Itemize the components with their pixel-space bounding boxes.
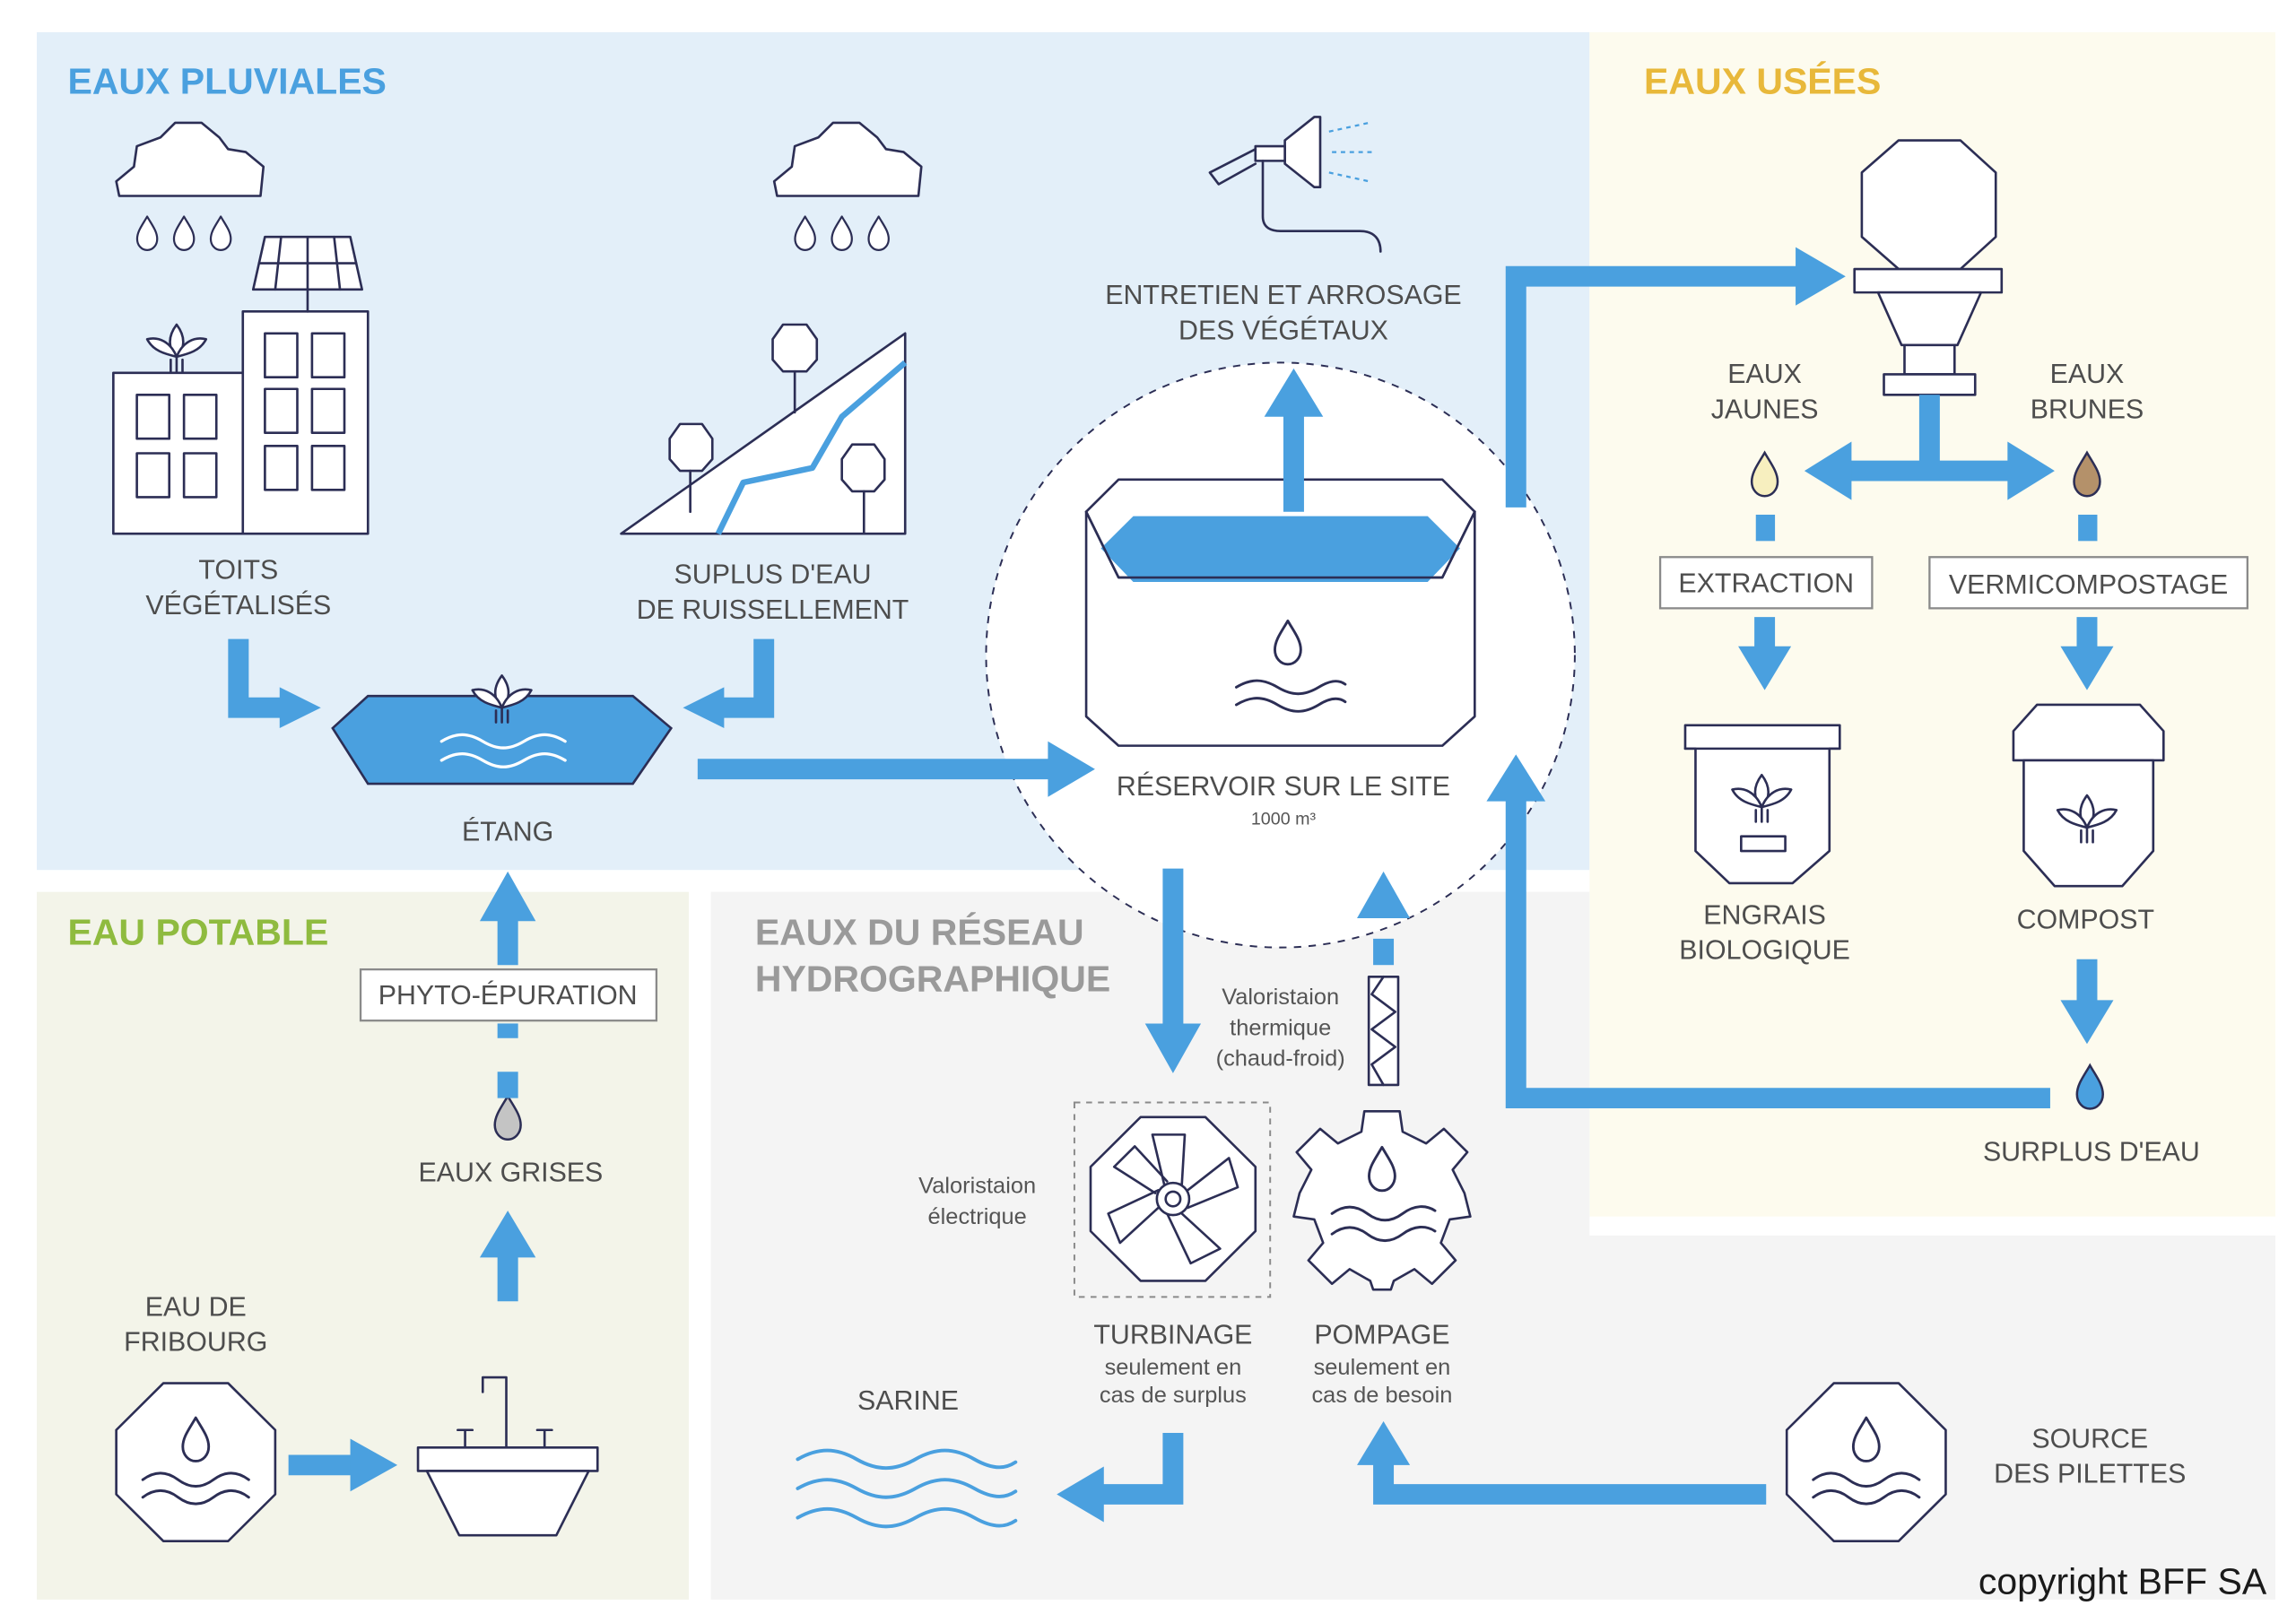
- entretien-label-1: ENTRETIEN ET ARROSAGE: [1105, 281, 1461, 310]
- turbinage-sub-1: seulement en: [1105, 1355, 1242, 1380]
- pompage-sub-2: cas de besoin: [1311, 1383, 1452, 1408]
- compost-label: COMPOST: [2017, 906, 2154, 935]
- reservoir-label: RÉSERVOIR SUR LE SITE: [1117, 772, 1450, 802]
- pompage-label: POMPAGE: [1314, 1321, 1449, 1350]
- reservoir-tank-icon: [1084, 478, 1476, 747]
- water-source-icon: [1785, 1382, 1947, 1542]
- toits-label-2: VÉGÉTALISÉS: [145, 591, 331, 621]
- reseau-title-line1: EAUX DU RÉSEAU: [755, 912, 1084, 953]
- pompage-sub-1: seulement en: [1314, 1355, 1451, 1380]
- phyto-box: [359, 968, 658, 1022]
- turbinage-sub-2: cas de surplus: [1100, 1383, 1247, 1408]
- eaux-brunes-label-2: BRUNES: [2031, 395, 2144, 424]
- source-label-2: DES PILETTES: [1994, 1460, 2186, 1489]
- toits-label-1: TOITS: [198, 556, 278, 586]
- extraction-box: [1658, 556, 1874, 610]
- valo-electrique-label-1: Valoristaion: [918, 1174, 1036, 1199]
- entretien-label-2: DES VÉGÉTAUX: [1178, 316, 1388, 345]
- valo-thermique-label-1: Valoristaion: [1222, 985, 1339, 1010]
- engrais-label-1: ENGRAIS: [1703, 901, 1826, 931]
- sarine-label: SARINE: [857, 1386, 959, 1416]
- etang-label: ÉTANG: [462, 818, 553, 847]
- fertilizer-bag-icon: [1683, 724, 1841, 885]
- turbinage-label: TURBINAGE: [1093, 1321, 1252, 1350]
- valo-thermique-label-2: thermique: [1230, 1016, 1331, 1041]
- potable-title: EAU POTABLE: [67, 912, 328, 953]
- eaux-jaunes-label-2: JAUNES: [1711, 395, 1819, 424]
- turbine-frame: [1073, 1101, 1272, 1298]
- vermicompostage-box: [1928, 556, 2248, 610]
- turbine-icon: [1089, 1115, 1257, 1282]
- eaux-brunes-label-1: EAUX: [2050, 360, 2125, 389]
- valo-electrique-label-2: électrique: [928, 1204, 1027, 1229]
- engrais-label-2: BIOLOGIQUE: [1679, 936, 1850, 966]
- copyright-label: copyright BFF SA: [1979, 1561, 2267, 1602]
- sink-icon: [416, 1376, 599, 1537]
- phyto-label: PHYTO-ÉPURATION: [378, 981, 638, 1011]
- hill-trees-icon: [620, 323, 908, 535]
- sprinkler-icon: [1208, 116, 1382, 253]
- pluviales-title: EAUX PLUVIALES: [67, 60, 386, 101]
- eau-fribourg-label-2: FRIBOURG: [124, 1328, 267, 1358]
- water-source-icon: [115, 1382, 277, 1542]
- heat-exchanger-icon: [1367, 975, 1400, 1087]
- source-label-1: SOURCE: [2031, 1424, 2148, 1454]
- eau-fribourg-label-1: EAU DE: [145, 1293, 247, 1323]
- reservoir-capacity: 1000 m³: [1251, 810, 1317, 829]
- suplus-label-1: SUPLUS D'EAU: [674, 560, 872, 590]
- reseau-title-line2: HYDROGRAPHIQUE: [755, 959, 1110, 1000]
- pump-gear-icon: [1292, 1109, 1472, 1291]
- valo-thermique-label-3: (chaud-froid): [1216, 1046, 1345, 1072]
- extraction-label: EXTRACTION: [1678, 568, 1854, 598]
- usees-title: EAUX USÉES: [1644, 60, 1881, 101]
- eaux-grises-label: EAUX GRISES: [419, 1159, 604, 1188]
- pond-icon: [331, 674, 674, 785]
- eaux-jaunes-label-1: EAUX: [1727, 360, 1802, 389]
- surplus-eau-label: SURPLUS D'EAU: [1983, 1138, 2200, 1167]
- vermicompostage-label: VERMICOMPOSTAGE: [1949, 570, 2228, 600]
- compost-bin-icon: [2012, 703, 2165, 888]
- flow-arrows: [228, 247, 2114, 1523]
- suplus-label-2: DE RUISSELLEMENT: [637, 595, 909, 625]
- building-solar-icon: [112, 235, 370, 535]
- river-waves-icon: [796, 1448, 1018, 1529]
